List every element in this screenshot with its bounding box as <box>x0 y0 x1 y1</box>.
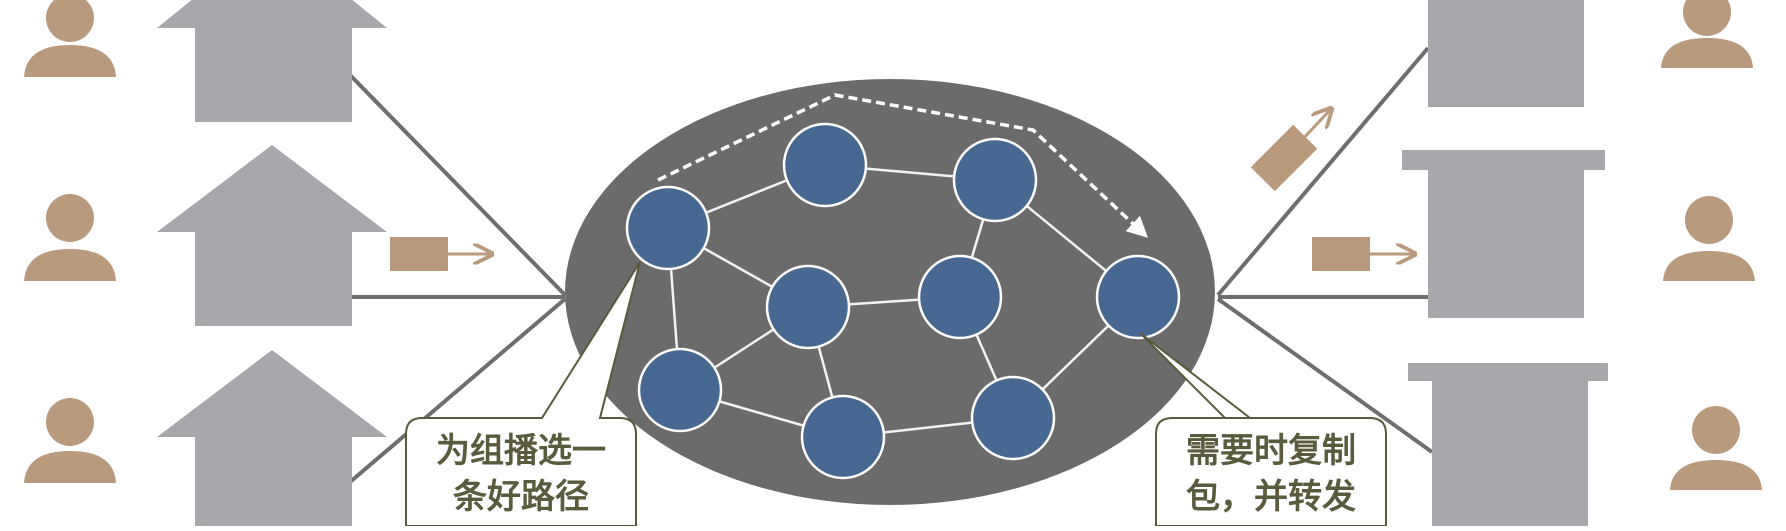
multicast-path-arrow <box>657 93 1149 238</box>
router-node <box>1095 254 1181 340</box>
router-node <box>625 185 711 271</box>
office-building-icon <box>1428 0 1584 107</box>
router-node <box>917 254 1003 340</box>
callout-left-bubble <box>405 261 641 527</box>
packet-icon <box>1312 237 1413 271</box>
router-node <box>952 137 1038 223</box>
house-icon <box>157 350 387 531</box>
person-icon <box>1670 406 1762 490</box>
office-building-icon <box>1408 363 1608 531</box>
access-links <box>348 46 1434 484</box>
link-right-top <box>1216 46 1430 297</box>
router-node <box>800 394 886 480</box>
person-icon <box>1661 0 1753 68</box>
house-icon <box>157 145 387 326</box>
person-icon <box>24 398 116 483</box>
callout-right-bubble <box>1139 332 1387 527</box>
house-icon <box>157 0 387 122</box>
packet-icon <box>1250 110 1330 192</box>
link-right-bottom <box>1216 297 1434 454</box>
router-nodes <box>625 122 1181 480</box>
callout-left-line1: 为组播选一 <box>436 431 606 471</box>
person-icon <box>1663 196 1755 281</box>
callout-right-line2: 包，并转发 <box>1186 477 1356 517</box>
router-node <box>765 264 851 350</box>
callout-right-line1: 需要时复制 <box>1186 431 1356 471</box>
person-icon <box>24 194 116 281</box>
callout-left-text: 为组播选一 条好路径 <box>406 428 636 520</box>
network-cloud <box>565 79 1215 505</box>
router-node <box>637 347 723 433</box>
office-building-icon <box>1402 150 1605 318</box>
person-icon <box>24 0 116 77</box>
callout-right-text: 需要时复制 包，并转发 <box>1156 428 1386 520</box>
router-node <box>782 122 868 208</box>
packet-icon <box>390 237 490 271</box>
link-left-top <box>348 73 567 297</box>
callout-left-line2: 条好路径 <box>453 477 589 517</box>
router-node <box>970 375 1056 461</box>
link-left-bottom <box>348 297 567 484</box>
